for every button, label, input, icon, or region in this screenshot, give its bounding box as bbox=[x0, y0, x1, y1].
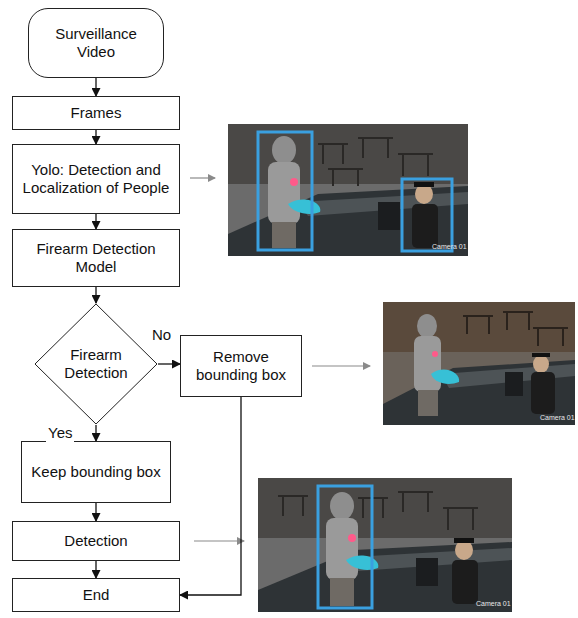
node-text: Detection bbox=[64, 532, 127, 550]
flow-arrow bbox=[95, 561, 96, 578]
decision-diamond: Firearm Detection bbox=[34, 303, 158, 425]
surveillance-frame bbox=[383, 302, 575, 425]
node-text: Firearm Detection Model bbox=[21, 240, 171, 276]
flow-arrow bbox=[95, 425, 96, 441]
node-text: Remove bounding box bbox=[189, 348, 293, 384]
process-box: Frames bbox=[12, 96, 180, 130]
process-box: Yolo: Detection and Localization of Peop… bbox=[12, 144, 180, 214]
process-box: Firearm Detection Model bbox=[12, 229, 180, 287]
node-text: Firearm Detection bbox=[60, 346, 132, 382]
edge-label: No bbox=[150, 326, 173, 344]
flow-arrow bbox=[95, 503, 96, 521]
flow-arrow bbox=[95, 214, 96, 229]
flow-arrow bbox=[95, 287, 96, 303]
flow-arrow bbox=[95, 130, 96, 144]
node-text: Keep bounding box bbox=[31, 463, 160, 481]
end-box: End bbox=[12, 578, 180, 612]
flow-arrow bbox=[158, 363, 180, 364]
camera-stamp: Camera 01 bbox=[432, 243, 467, 250]
edge-label: Yes bbox=[46, 424, 74, 442]
flow-arrow bbox=[180, 397, 241, 595]
surveillance-frame bbox=[228, 124, 468, 256]
process-box: Remove bounding box bbox=[180, 335, 302, 397]
node-text: Yolo: Detection and Localization of Peop… bbox=[21, 161, 171, 197]
process-box: Keep bounding box bbox=[21, 441, 171, 503]
flow-arrow bbox=[95, 78, 96, 96]
camera-stamp: Camera 01 bbox=[476, 600, 511, 607]
surveillance-frame bbox=[258, 478, 512, 612]
node-text: End bbox=[83, 586, 110, 604]
node-text: Frames bbox=[71, 104, 122, 122]
process-box: Detection bbox=[12, 521, 180, 561]
start-terminal: Surveillance Video bbox=[28, 8, 164, 78]
camera-stamp: Camera 01 bbox=[540, 414, 575, 421]
node-text: Surveillance Video bbox=[39, 25, 153, 61]
